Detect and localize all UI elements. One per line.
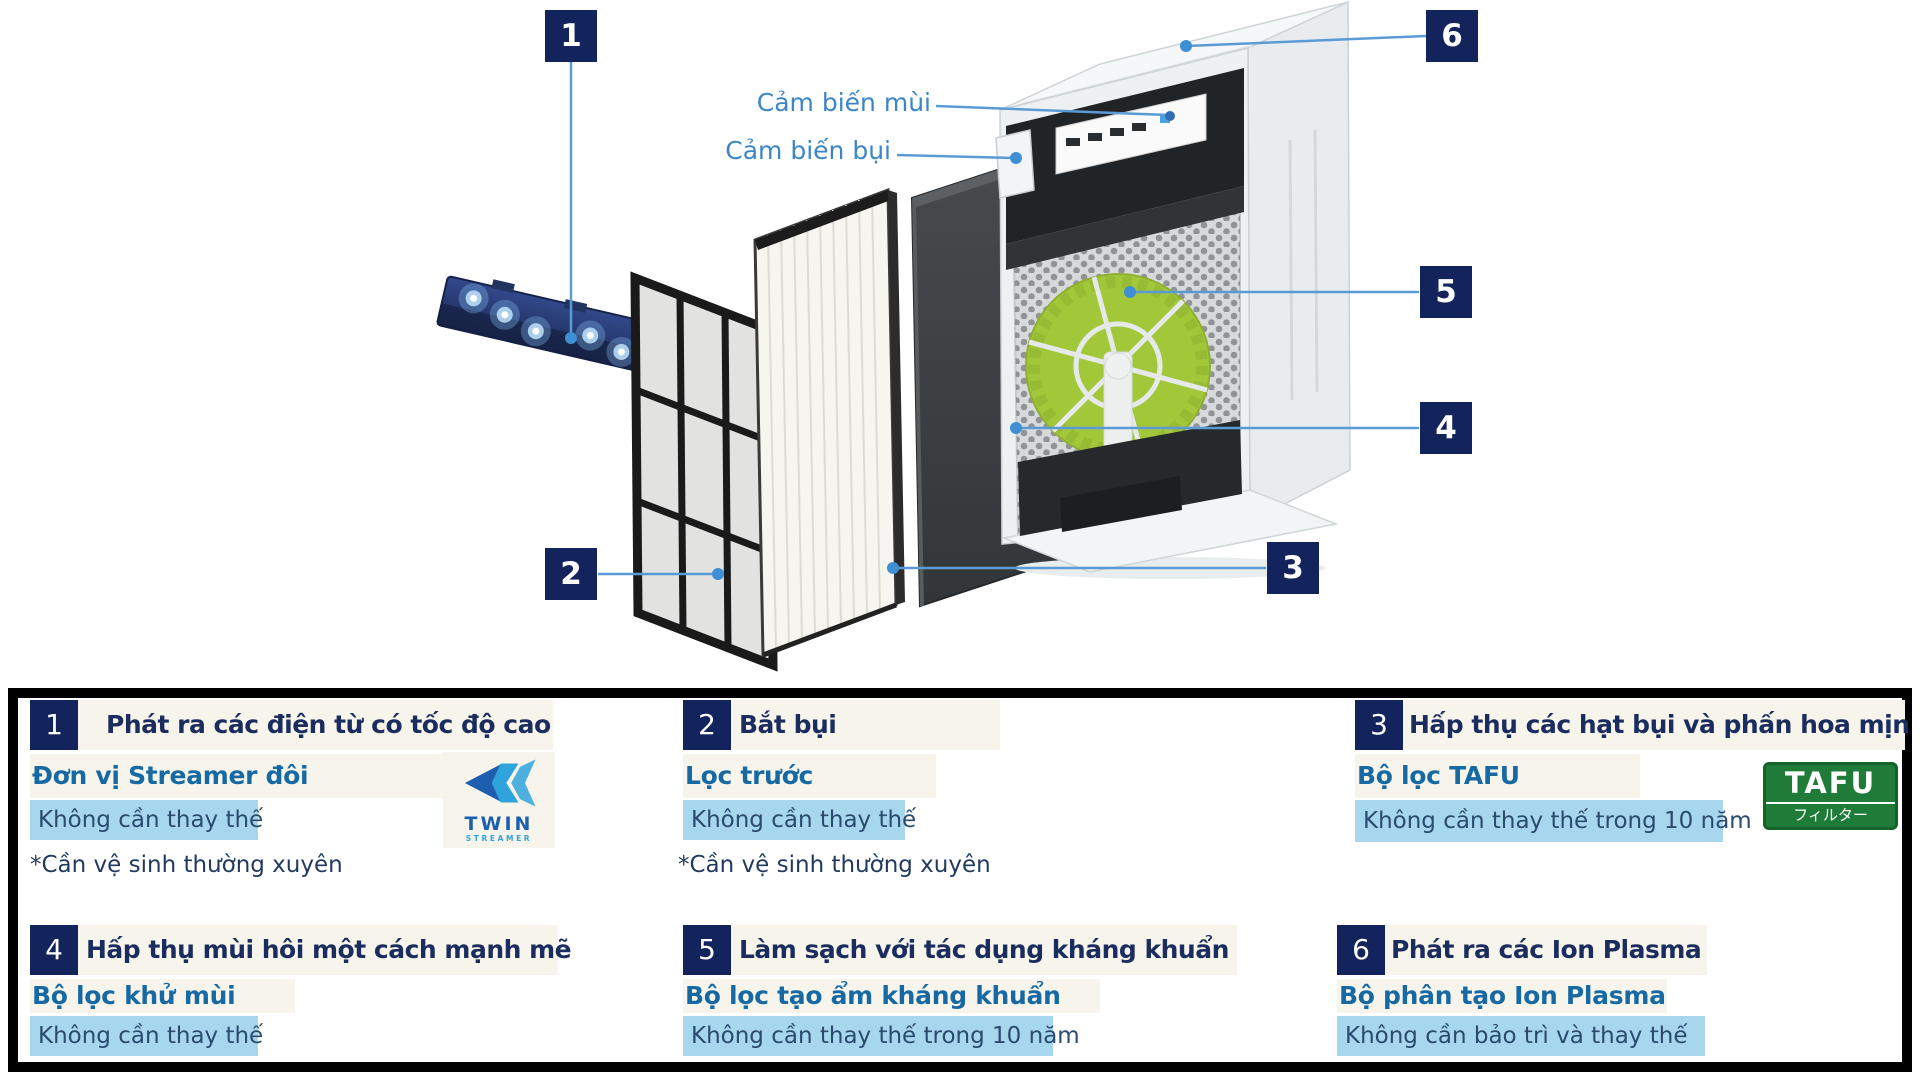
humidifying-filter-wheel xyxy=(1025,273,1211,459)
section-1-highlight: Không cần thay thế xyxy=(30,800,263,840)
section-4-filter-name: Bộ lọc khử mùi xyxy=(32,981,236,1010)
section-3-number-badge: 3 xyxy=(1355,700,1403,750)
twin-streamer-icon xyxy=(464,759,536,807)
section-2-name-strip: Lọc trước xyxy=(683,754,936,798)
tafu-logo-text: TAFU xyxy=(1784,766,1877,800)
section-3-title: Hấp thụ các hạt bụi và phấn hoa mịn xyxy=(1409,710,1910,739)
section-6-number-badge: 6 xyxy=(1337,925,1385,975)
callout-box-1: 1 xyxy=(545,10,597,62)
tafu-logo: TAFU フィルター xyxy=(1763,762,1898,830)
section-5-filter-name: Bộ lọc tạo ẩm kháng khuẩn xyxy=(685,981,1061,1010)
section-4-name-strip: Bộ lọc khử mùi xyxy=(30,979,295,1013)
section-4-number-badge: 4 xyxy=(30,925,78,975)
pre-filter-illustration xyxy=(630,271,778,672)
section-2-filter-name: Lọc trước xyxy=(685,761,814,790)
odor-sensor-label: Cảm biến mùi xyxy=(756,88,931,117)
section-3-filter-name: Bộ lọc TAFU xyxy=(1357,761,1520,790)
dust-sensor-label: Cảm biến bụi xyxy=(725,136,891,165)
section-1-filter-name: Đơn vị Streamer đôi xyxy=(32,761,309,790)
section-6-title: Phát ra các Ion Plasma xyxy=(1391,935,1702,964)
section-2-title: Bắt bụi xyxy=(739,710,837,739)
callout-box-2: 2 xyxy=(545,548,597,600)
section-3-highlight: Không cần thay thế trong 10 năm xyxy=(1355,800,1752,842)
section-2-highlight: Không cần thay thế xyxy=(683,800,916,840)
section-2-header: 2 Bắt bụi xyxy=(683,700,1000,750)
section-5-highlight: Không cần thay thế trong 10 năm xyxy=(683,1016,1080,1056)
section-6-header: 6 Phát ra các Ion Plasma xyxy=(1337,925,1707,975)
leader-lines xyxy=(569,34,1427,576)
section-5-title: Làm sạch với tác dụng kháng khuẩn xyxy=(739,935,1229,964)
section-6-filter-name: Bộ phân tạo Ion Plasma xyxy=(1339,981,1666,1010)
leader-dots xyxy=(565,40,1192,580)
tafu-logo-japanese-text: フィルター xyxy=(1766,802,1895,826)
section-4-highlight: Không cần thay thế xyxy=(30,1016,263,1056)
section-2-number-badge: 2 xyxy=(683,700,731,750)
section-1-header: 1 Phát ra các điện từ có tốc độ cao xyxy=(30,700,553,750)
section-3-header: 3 Hấp thụ các hạt bụi và phấn hoa mịn xyxy=(1355,700,1910,750)
main-unit-illustration xyxy=(995,0,1351,579)
dust-sensor-housing xyxy=(995,129,1035,199)
section-1-note: *Cần vệ sinh thường xuyên xyxy=(30,852,343,878)
streamer-logo-text: STREAMER xyxy=(465,834,533,843)
callout-box-4: 4 xyxy=(1420,402,1472,454)
air-purifier-exploded-diagram xyxy=(436,0,1427,672)
callout-box-6: 6 xyxy=(1426,10,1478,62)
twin-logo-text: TWIN xyxy=(464,813,534,835)
section-5-header: 5 Làm sạch với tác dụng kháng khuẩn xyxy=(683,925,1237,975)
section-3-name-strip: Bộ lọc TAFU xyxy=(1355,754,1640,798)
section-6-highlight: Không cần bảo trì và thay thế xyxy=(1337,1016,1705,1056)
callout-box-3: 3 xyxy=(1267,542,1319,594)
callout-box-5: 5 xyxy=(1420,266,1472,318)
section-1-title: Phát ra các điện từ có tốc độ cao xyxy=(106,710,551,739)
tafu-filter-illustration xyxy=(753,187,905,658)
section-1-name-strip: Đơn vị Streamer đôi xyxy=(30,754,445,798)
section-6-name-strip: Bộ phân tạo Ion Plasma xyxy=(1337,979,1667,1013)
twin-streamer-logo: TWIN STREAMER xyxy=(443,752,555,848)
section-4-header: 4 Hấp thụ mùi hôi một cách mạnh mẽ xyxy=(30,925,572,975)
section-5-number-badge: 5 xyxy=(683,925,731,975)
section-2-note: *Cần vệ sinh thường xuyên xyxy=(678,852,991,878)
section-4-title: Hấp thụ mùi hôi một cách mạnh mẽ xyxy=(86,935,572,964)
section-5-name-strip: Bộ lọc tạo ẩm kháng khuẩn xyxy=(683,979,1100,1013)
section-1-number-badge: 1 xyxy=(30,700,78,750)
